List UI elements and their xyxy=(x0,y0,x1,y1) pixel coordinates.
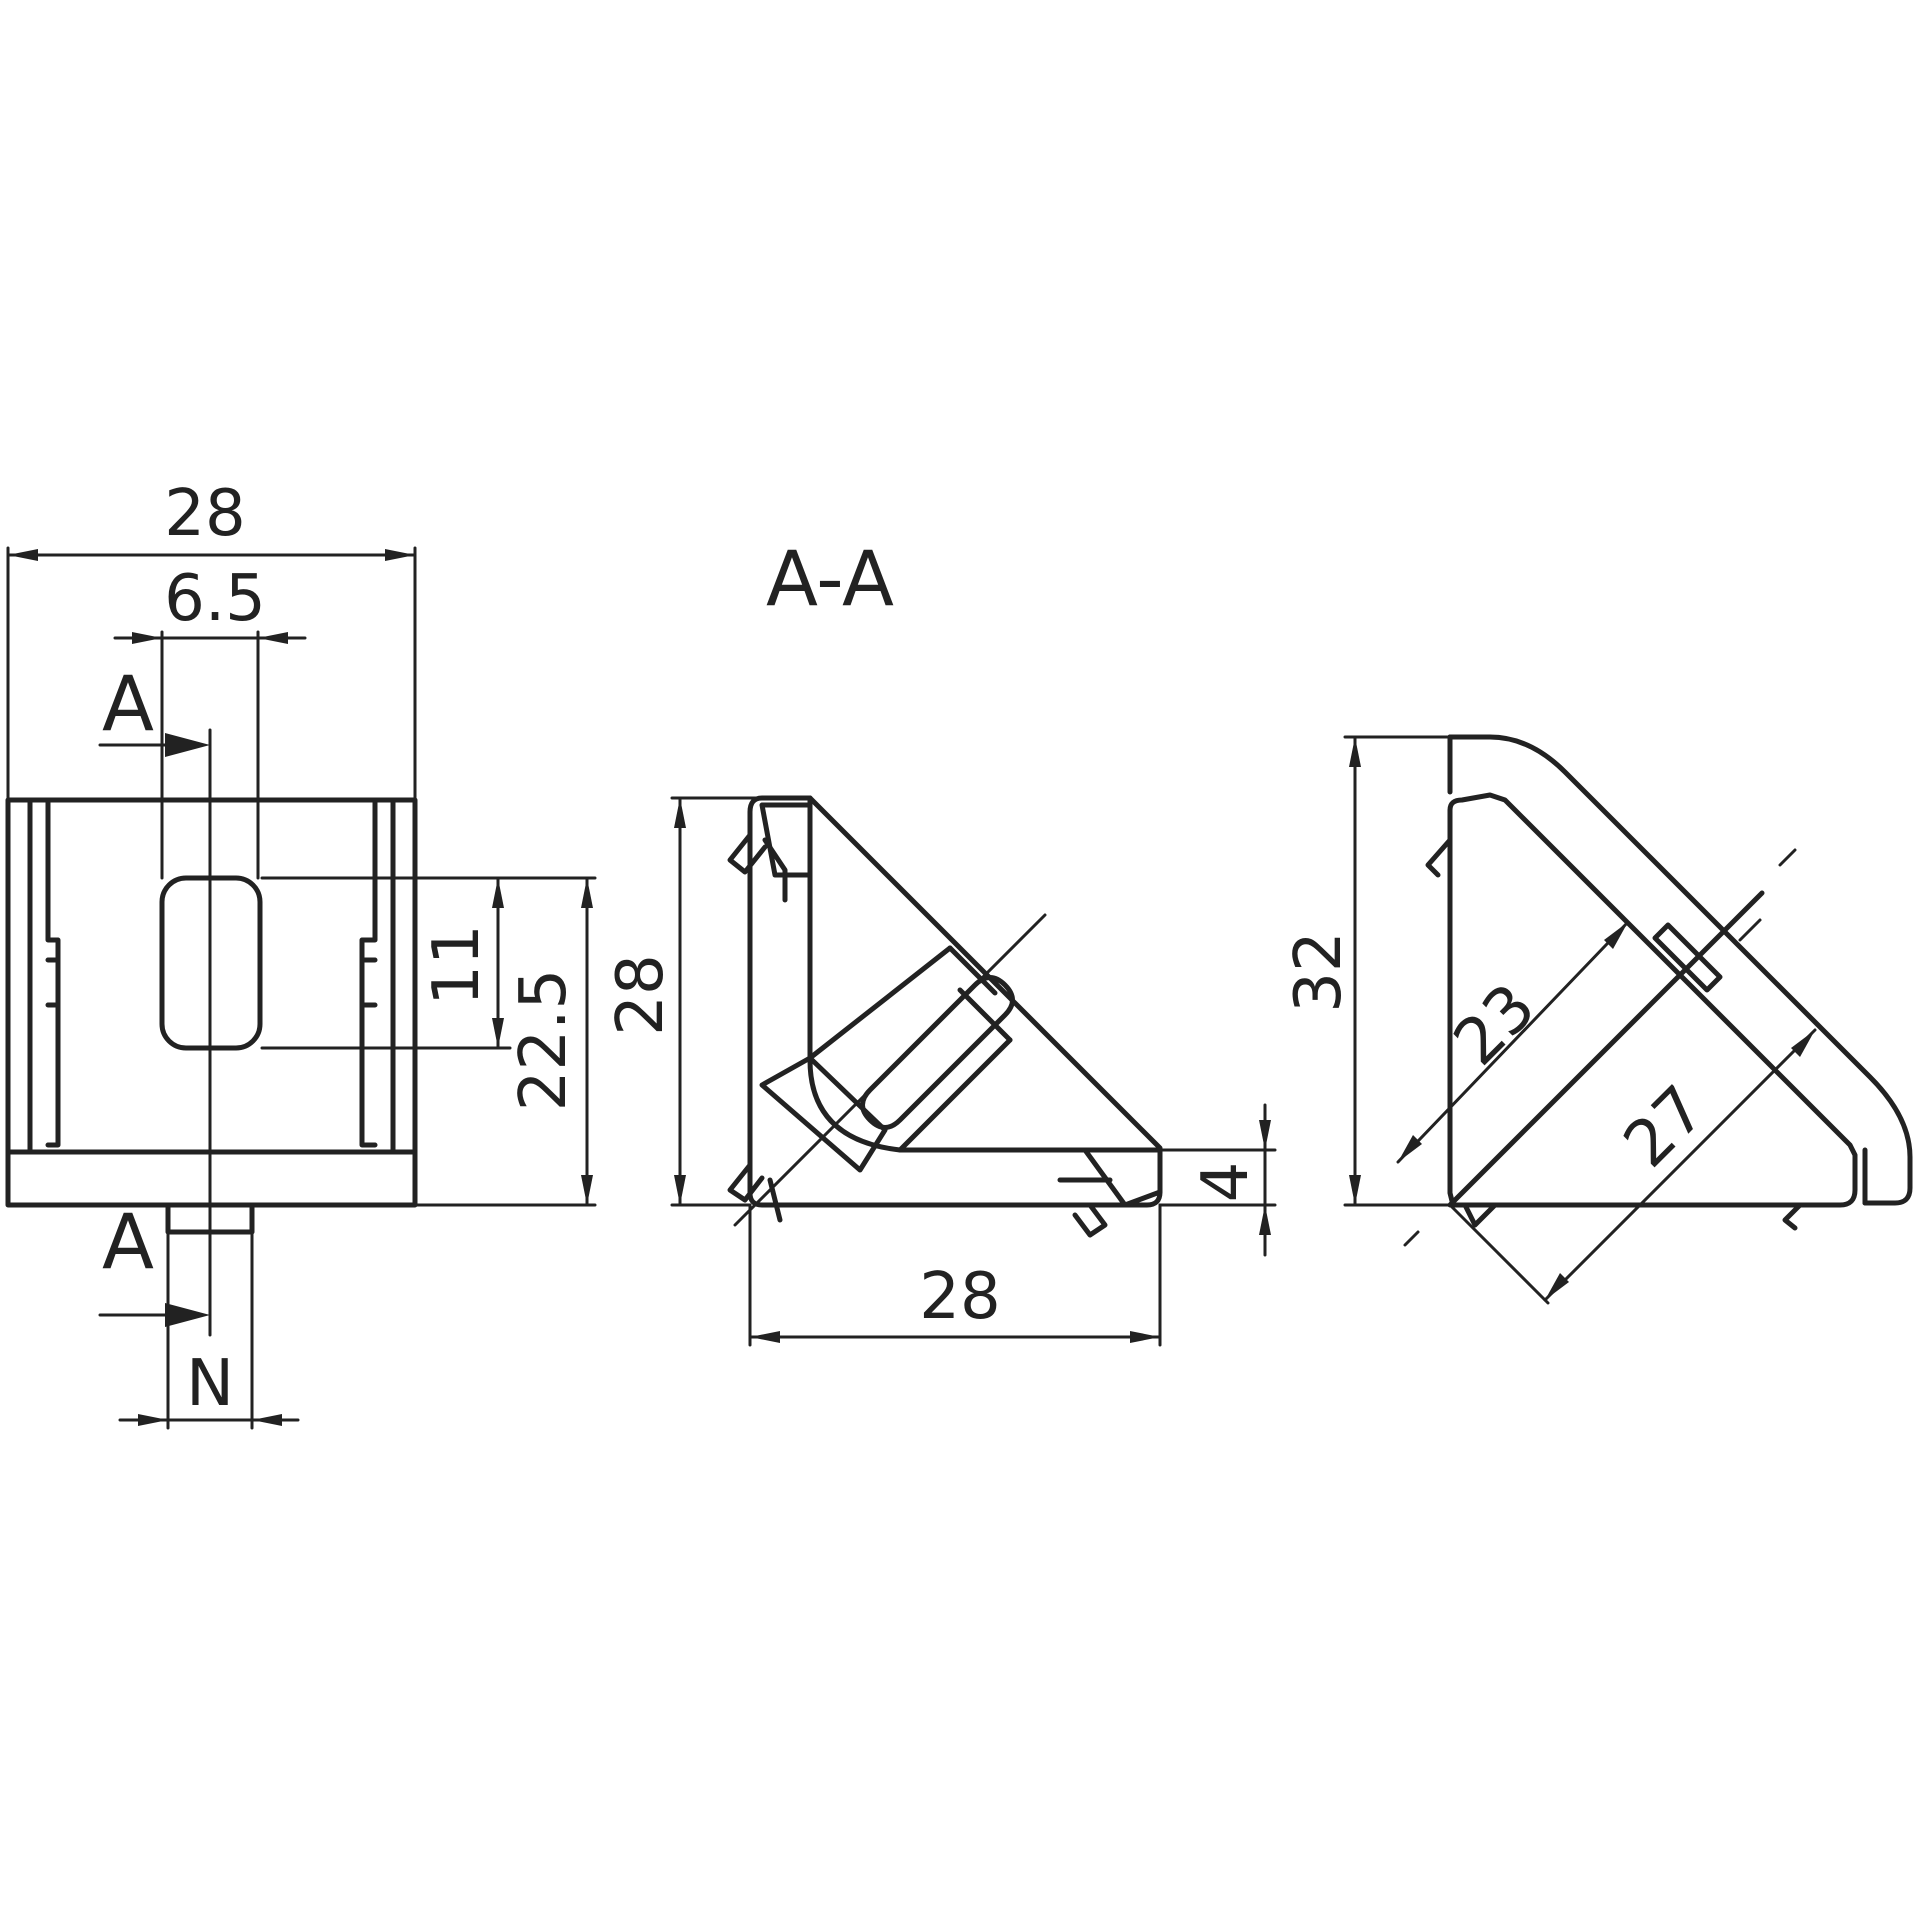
section-inner-corner xyxy=(807,945,1013,1153)
side-center-dash xyxy=(1778,848,1797,867)
dim-sec-width-label: 28 xyxy=(919,1260,1000,1334)
dim-slot-width-label: 6.5 xyxy=(164,562,266,636)
section-marker-top: A xyxy=(102,659,154,748)
side-tab-top xyxy=(1425,837,1453,878)
arrow xyxy=(581,878,593,908)
side-tab-right xyxy=(1782,1202,1803,1231)
arrow xyxy=(750,1331,780,1343)
front-inner-left xyxy=(45,797,61,1148)
dim-inner-diagonal-label: 23 xyxy=(1440,970,1550,1080)
arrow xyxy=(1259,1120,1271,1150)
section-fastener-bottom xyxy=(727,1162,783,1223)
arrow xyxy=(492,1018,504,1048)
arrow xyxy=(8,549,38,561)
section-marker-bottom: A xyxy=(102,1197,154,1286)
section-rib-band xyxy=(807,1057,903,1153)
section-block-top xyxy=(759,802,813,878)
arrow xyxy=(1398,1135,1422,1162)
arrow xyxy=(385,549,415,561)
side-center-line xyxy=(1738,918,1762,942)
side-center-dash xyxy=(1403,1230,1420,1247)
arrow xyxy=(165,733,210,757)
dim-side-height-label: 32 xyxy=(1282,931,1356,1012)
arrow xyxy=(165,1303,210,1327)
front-inner-right-step xyxy=(359,957,378,1008)
dim-tab-label: N xyxy=(186,1347,234,1421)
section-block-corner xyxy=(759,1055,888,1173)
section-fastener-top xyxy=(727,832,788,903)
dim-thickness-label: 4 xyxy=(1189,1162,1263,1203)
dim-line-outer-diagonal xyxy=(1543,1028,1817,1302)
section-center-line xyxy=(733,913,1047,1227)
arrow xyxy=(1349,737,1361,767)
arrow xyxy=(252,1414,282,1426)
arrow xyxy=(1791,1030,1815,1057)
dim-line-inner-diagonal xyxy=(1396,920,1630,1164)
side-inner xyxy=(1447,792,1858,1208)
arrow xyxy=(1259,1205,1271,1235)
arrow xyxy=(492,878,504,908)
section-fastener-right xyxy=(1057,1177,1113,1238)
front-inner-left-step xyxy=(45,957,61,1008)
dim-height-label: 22.5 xyxy=(507,969,581,1112)
dim-width-label: 28 xyxy=(164,477,245,551)
side-view: 32 23 27 xyxy=(1282,734,1913,1305)
arrow xyxy=(258,632,288,644)
section-title: A-A xyxy=(766,534,894,623)
dim-outer-diagonal-label: 27 xyxy=(1610,1072,1720,1182)
side-diagonal-line xyxy=(1447,890,1765,1208)
arrow xyxy=(1130,1331,1160,1343)
section-view: A-A 28 28 xyxy=(604,534,1277,1347)
arrow xyxy=(674,1175,686,1205)
dim-sec-height-label: 28 xyxy=(604,954,678,1035)
side-clip xyxy=(1652,922,1723,993)
side-outline xyxy=(1447,734,1913,1206)
arrow xyxy=(1545,1273,1569,1300)
side-tab-bottom xyxy=(1462,1202,1498,1228)
dim-slot-height-label: 11 xyxy=(420,924,494,1005)
section-diagonal-slot xyxy=(947,945,1013,1043)
arrow xyxy=(581,1175,593,1205)
arrow xyxy=(138,1414,168,1426)
front-inner-right xyxy=(359,797,378,1148)
section-block-right xyxy=(1082,1147,1163,1208)
dim-ext-outer-diag xyxy=(1448,1203,1550,1305)
arrow xyxy=(132,632,162,644)
arrow xyxy=(674,798,686,828)
arrow xyxy=(1604,922,1628,949)
front-view: 28 6.5 A A 11 22.5 N xyxy=(5,477,597,1430)
arrow xyxy=(1349,1175,1361,1205)
